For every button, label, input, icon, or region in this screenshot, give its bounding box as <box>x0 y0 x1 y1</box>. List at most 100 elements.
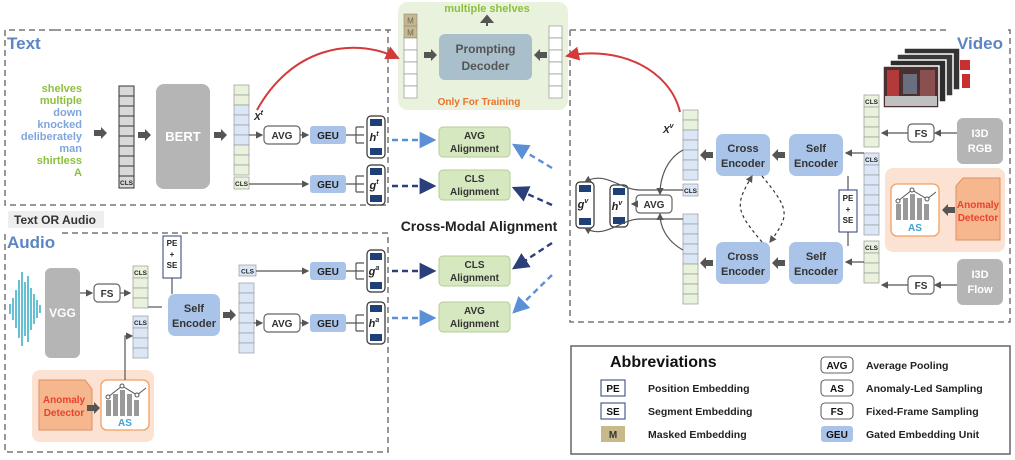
video-anomaly-detector <box>955 177 1001 241</box>
svg-text:Encoder: Encoder <box>794 158 839 170</box>
audio-geu-bottom <box>310 314 346 332</box>
text-word: multiple <box>40 95 82 107</box>
cls-token-label: CLS <box>235 181 249 188</box>
abbr-desc: Gated Embedding Unit <box>866 429 980 441</box>
video-cross-encoder-top <box>716 134 770 176</box>
text-to-decoder-arrow <box>256 46 400 111</box>
abbr-key: GEU <box>826 430 848 441</box>
svg-text:Alignment: Alignment <box>450 187 500 198</box>
gt-vector: gt <box>366 164 386 206</box>
text-word: down <box>53 107 82 119</box>
audio-section-title: Audio <box>7 233 55 252</box>
svg-text:I3D: I3D <box>971 269 988 281</box>
abbr-key-box <box>820 356 854 374</box>
bert-encoder <box>156 84 210 189</box>
video-token-stack-right: CLS CLS CLS <box>863 94 880 284</box>
svg-text:GEU: GEU <box>317 319 339 330</box>
svg-text:AS: AS <box>118 418 132 429</box>
svg-text:CLS: CLS <box>134 320 148 327</box>
svg-text:CLS: CLS <box>465 260 485 271</box>
svg-text:FS: FS <box>915 281 928 292</box>
abbr-key: FS <box>831 407 844 418</box>
text-word: shirtless <box>37 155 82 167</box>
svg-text:ht: ht <box>369 131 379 144</box>
text-avg-label: AVG <box>272 131 293 142</box>
audio-pe-se-box: PE + SE <box>162 235 182 279</box>
bert-label: BERT <box>165 129 200 144</box>
svg-text:Encoder: Encoder <box>721 266 766 278</box>
audio-panel: Audio VGG FS PE + SE <box>4 232 389 453</box>
abbr-key-box <box>600 402 626 420</box>
text-panel: Text shelves multiple down knocked delib… <box>4 29 400 206</box>
abbr-key: PE <box>606 384 620 395</box>
video-self-encoder-top <box>789 134 843 176</box>
text-word: shelves <box>42 83 82 95</box>
prompting-decoder-panel: multiple shelves M M Prompting Decoder O <box>398 2 568 110</box>
abbr-key-box <box>820 402 854 420</box>
svg-text:Alignment: Alignment <box>450 319 500 330</box>
audio-cls-token: CLS <box>238 264 257 277</box>
video-cross-encoder-bottom <box>716 242 770 284</box>
text-word: A <box>74 167 82 179</box>
svg-text:CLS: CLS <box>865 99 879 106</box>
xt-label: Xt <box>253 110 264 123</box>
gv-vector: gv <box>575 181 595 229</box>
text-or-audio-label: Text OR Audio <box>14 213 96 227</box>
svg-text:Detector: Detector <box>44 408 85 419</box>
svg-text:CLS: CLS <box>241 269 255 276</box>
svg-text:Self: Self <box>806 251 827 263</box>
cls-alignment-bottom <box>438 255 511 287</box>
svg-text:gt: gt <box>368 179 379 192</box>
text-section-title: Text <box>7 34 41 53</box>
video-output-stack-top: CLS <box>682 109 699 197</box>
ha-vector: ha <box>366 301 386 345</box>
svg-text:CLS: CLS <box>134 270 148 277</box>
prompting-decoder-label-2: Decoder <box>461 59 509 73</box>
cls-alignment-top <box>438 169 511 201</box>
svg-text:I3D: I3D <box>971 128 988 140</box>
abbr-key-box <box>601 426 625 442</box>
svg-text:Anomaly: Anomaly <box>957 200 1000 211</box>
video-section-title: Video <box>957 34 1003 53</box>
abbr-desc: Anomaly-Led Sampling <box>866 383 983 395</box>
svg-text:SE: SE <box>167 261 178 270</box>
abbr-key-box <box>821 426 853 442</box>
svg-text:SE: SE <box>843 216 854 225</box>
avg-alignment-top <box>438 126 511 158</box>
svg-text:+: + <box>846 205 851 214</box>
masked-token-stack: M M <box>403 13 418 99</box>
abbr-desc: Segment Embedding <box>648 406 752 418</box>
text-word: knocked <box>37 119 82 131</box>
hv-vector: hv <box>609 184 629 228</box>
svg-text:ga: ga <box>368 265 380 278</box>
svg-text:hv: hv <box>612 200 624 213</box>
audio-token-stack-1: CLS CLS <box>132 265 149 359</box>
text-output-stack: CLS <box>233 84 250 190</box>
xv-label: Xv <box>662 123 675 136</box>
video-to-decoder-arrow <box>565 46 681 113</box>
audio-self-encoder <box>168 294 220 336</box>
svg-text:Detector: Detector <box>958 213 999 224</box>
abbr-key: M <box>609 430 617 441</box>
svg-text:GEU: GEU <box>317 267 339 278</box>
text-or-audio-badge <box>8 211 104 228</box>
svg-text:CLS: CLS <box>684 188 698 195</box>
audio-waveform-icon <box>9 272 41 346</box>
svg-text:AS: AS <box>908 223 922 234</box>
svg-text:Cross: Cross <box>727 143 758 155</box>
i3d-rgb-block <box>957 118 1003 164</box>
svg-text:+: + <box>170 250 175 259</box>
prompting-output-text: multiple shelves <box>444 3 530 15</box>
cls-token-label: CLS <box>120 180 134 187</box>
cross-modal-alignment-label: Cross-Modal Alignment <box>401 218 558 234</box>
abbr-key-box <box>820 379 854 397</box>
i3d-flow-block <box>957 259 1003 305</box>
svg-text:Alignment: Alignment <box>450 273 500 284</box>
abbr-desc: Position Embedding <box>648 383 750 395</box>
abbr-key: AS <box>830 384 844 395</box>
only-for-training-label: Only For Training <box>438 97 521 108</box>
svg-text:Flow: Flow <box>967 284 992 296</box>
text-geu-top <box>310 126 346 144</box>
svg-text:FS: FS <box>915 129 928 140</box>
